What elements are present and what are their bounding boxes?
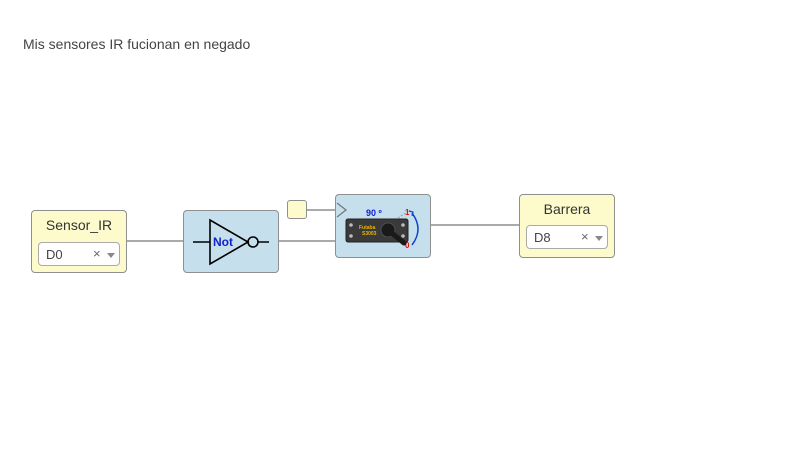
servo-high-label: 1 <box>405 208 410 217</box>
servo-icon: 90 º 1 0 Futaba S3003 <box>336 202 419 250</box>
barrera-name: Barrera <box>543 201 591 217</box>
not-gate-label: Not <box>213 235 233 249</box>
constant-block[interactable] <box>287 200 307 219</box>
servo-block[interactable]: 90 º 1 0 Futaba S3003 <box>335 194 431 258</box>
sensor-ir-name: Sensor_IR <box>45 217 113 233</box>
servo-input-arrow <box>336 202 348 218</box>
sensor-ir-pin-select[interactable]: D0 × <box>38 242 120 266</box>
servo-model: S3003 <box>362 231 377 237</box>
servo-angle-label: 90 º <box>366 208 383 218</box>
barrera-pin-value: D8 <box>534 230 551 245</box>
not-gate-block[interactable]: Not <box>183 210 279 273</box>
sensor-ir-dropdown-icon[interactable] <box>107 253 115 258</box>
barrera-pin-select[interactable]: D8 × <box>526 225 608 249</box>
sensor-ir-clear-icon[interactable]: × <box>93 246 101 261</box>
comment-text[interactable]: Mis sensores IR fucionan en negado <box>23 36 251 52</box>
barrera-dropdown-icon[interactable] <box>595 236 603 241</box>
servo-low-label: 0 <box>405 241 410 250</box>
barrera-block[interactable]: Barrera D8 × <box>519 194 615 258</box>
sensor-ir-pin-value: D0 <box>46 247 63 262</box>
barrera-clear-icon[interactable]: × <box>581 229 589 244</box>
not-gate-icon: Not <box>193 218 269 266</box>
sensor-ir-block[interactable]: Sensor_IR D0 × <box>31 210 127 273</box>
servo-brand: Futaba <box>359 225 376 231</box>
